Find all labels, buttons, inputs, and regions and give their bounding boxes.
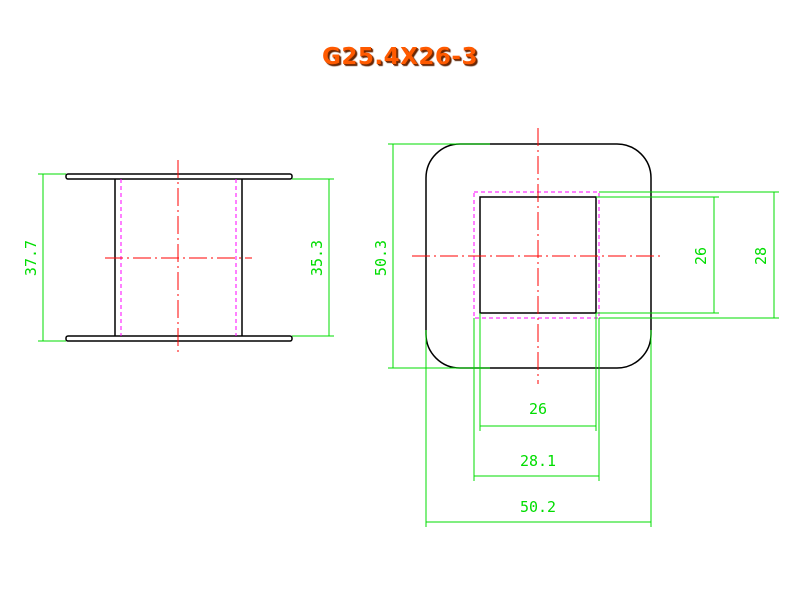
front-view: 50.3 26 28 26 28.1 50.2 xyxy=(372,128,779,527)
side-view: 37.7 35.3 xyxy=(22,160,334,355)
bottom-flange xyxy=(65,335,293,342)
dim-text-35-3: 35.3 xyxy=(308,240,326,276)
dim-text-26-vertical: 26 xyxy=(692,247,710,265)
dim-text-26-horizontal: 26 xyxy=(529,400,547,418)
dim-text-28-vertical: 28 xyxy=(752,247,770,265)
hidden-window-outline xyxy=(473,191,600,319)
dim-text-28-1: 28.1 xyxy=(520,452,556,470)
dim-text-50-2: 50.2 xyxy=(520,498,556,516)
top-flange xyxy=(65,173,293,180)
drawing-title: G25.4X26-3 xyxy=(322,44,478,70)
dim-text-37-7: 37.7 xyxy=(22,240,40,276)
dim-text-50-3: 50.3 xyxy=(372,240,390,276)
